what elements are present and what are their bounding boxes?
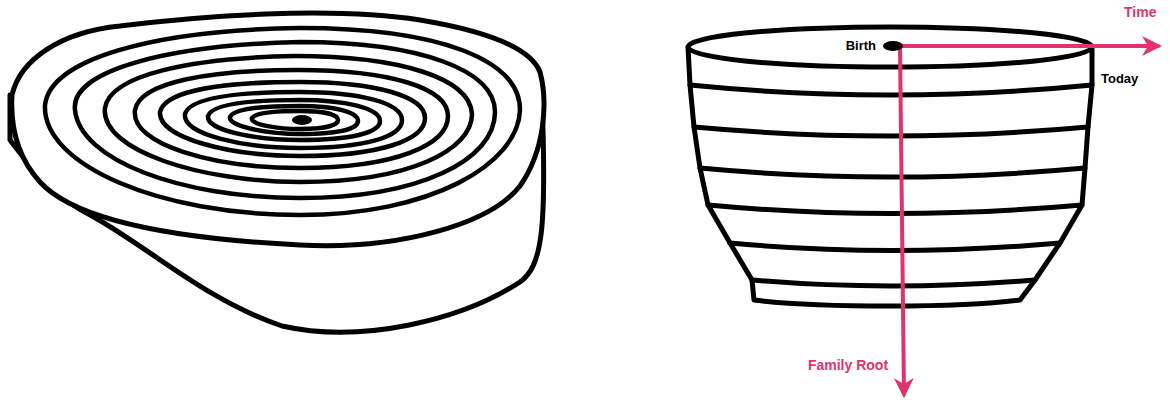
slice-top <box>12 13 544 246</box>
growth-rings <box>45 28 520 215</box>
layer-stack <box>688 27 1092 306</box>
pith <box>292 115 312 125</box>
axes <box>900 46 1158 394</box>
axis-label: Time <box>1124 4 1156 21</box>
birth-dot <box>883 41 903 51</box>
family-root-arrow <box>900 46 904 394</box>
time-arrow <box>900 44 1158 48</box>
axis-label: Family Root <box>808 357 888 374</box>
axis-label: Today <box>1101 71 1138 87</box>
tree-slice <box>10 13 544 332</box>
axis-label: Birth <box>846 38 876 54</box>
